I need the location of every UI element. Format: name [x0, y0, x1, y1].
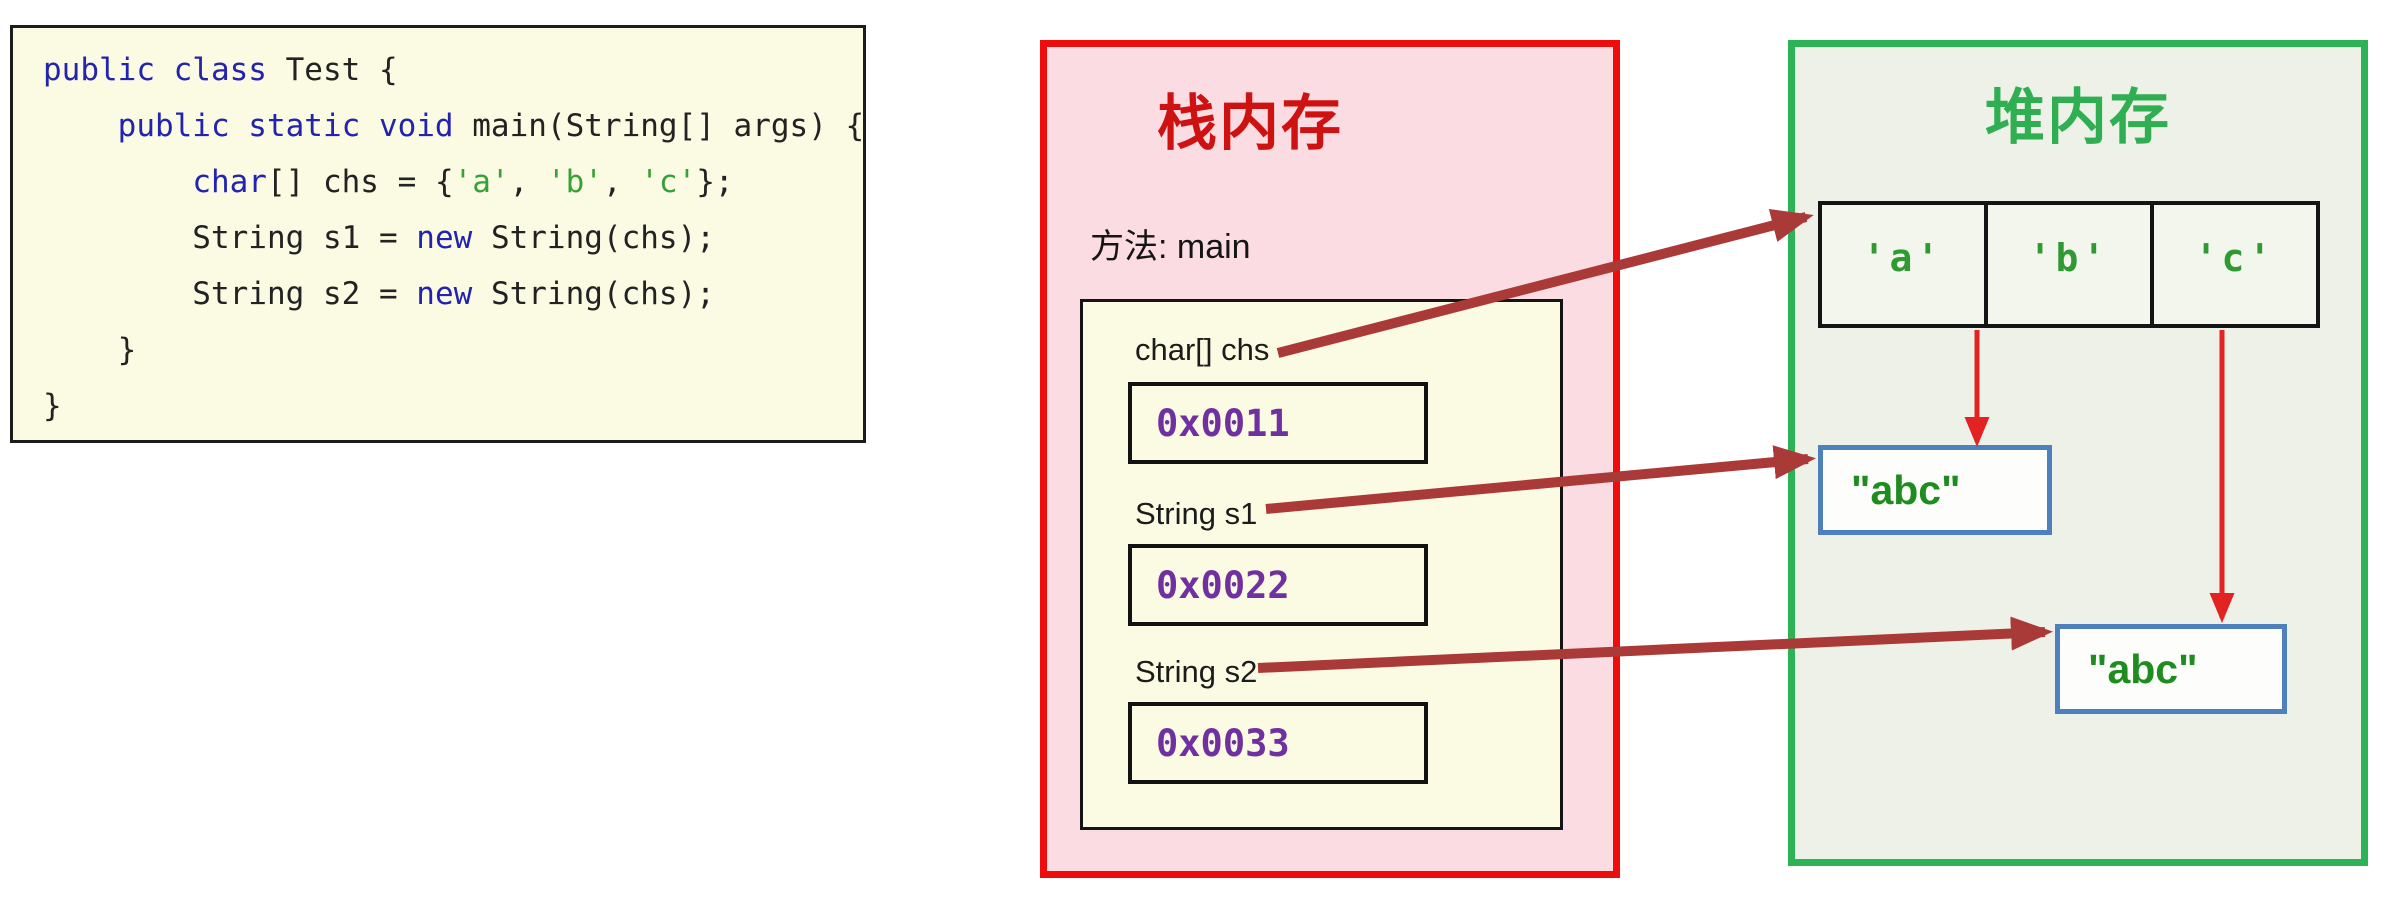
heap-memory-title: 堆内存	[1985, 84, 2171, 151]
code-line: String s1 = new String(chs);	[43, 220, 715, 256]
code-line: }	[43, 388, 62, 424]
stack-memory-panel: 栈内存 方法: main char[] chs 0x0011 String s1…	[1040, 40, 1620, 878]
char-array-cell-1: 'b'	[1984, 205, 2150, 324]
stack-method-label: 方法: main	[1090, 228, 1251, 266]
heap-memory-panel: 堆内存 'a' 'b' 'c' "abc" "abc"	[1788, 40, 2368, 866]
string-object-1: "abc"	[1818, 445, 2052, 535]
code-line: public static void main(String[] args) {	[117, 108, 865, 144]
address-box-s1: 0x0022	[1128, 544, 1428, 626]
char-array-cell-2: 'c'	[2150, 205, 2316, 324]
code-line: char[] chs = {'a', 'b', 'c'};	[192, 164, 734, 200]
variable-label-s1: String s1	[1135, 496, 1258, 531]
code-line: public class Test {	[43, 52, 398, 88]
string-object-2: "abc"	[2055, 624, 2287, 714]
main-stack-frame: char[] chs 0x0011 String s1 0x0022 Strin…	[1080, 299, 1563, 830]
char-array-cell-0: 'a'	[1862, 235, 1944, 280]
code-line: String s2 = new String(chs);	[43, 276, 715, 312]
address-box-chs: 0x0011	[1128, 382, 1428, 464]
stack-memory-title: 栈内存	[1157, 90, 1343, 157]
variable-label-s2: String s2	[1135, 654, 1258, 689]
code-line: }	[43, 332, 137, 368]
java-code-block: public class Test { public static void m…	[10, 25, 866, 443]
variable-label-chs: char[] chs	[1135, 332, 1270, 367]
char-array: 'a' 'b' 'c'	[1818, 201, 2320, 328]
address-box-s2: 0x0033	[1128, 702, 1428, 784]
